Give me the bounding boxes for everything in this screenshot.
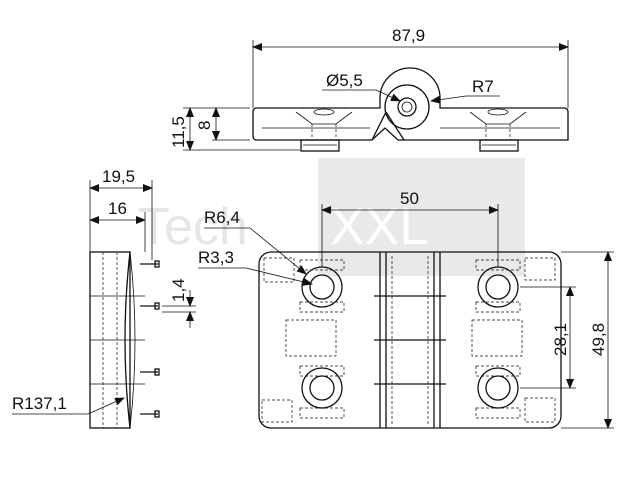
screw-stub-left (300, 139, 340, 152)
watermark-text-tech: Tech (138, 198, 248, 256)
front-body (258, 251, 562, 429)
dim-hole-radius: R3,3 (198, 248, 234, 267)
dim-total-height: 11,5 (169, 116, 188, 148)
side-view: 19,5 16 1,4 R137,1 (12, 167, 196, 429)
knuckle-outer (384, 84, 430, 130)
dim-pin-diameter: Ø5,5 (326, 71, 363, 90)
mount-hole-bottom-right (475, 365, 521, 419)
dim-leaf-thickness: 8 (195, 121, 214, 130)
dim-curve-radius: R137,1 (12, 394, 67, 413)
dim-leaf-width: 16 (108, 199, 127, 218)
dim-overall-width: 19,5 (102, 167, 135, 186)
mount-hole-bottom-left (299, 365, 345, 419)
dim-knuckle-radius: R7 (472, 77, 494, 96)
dim-overall-height: 49,8 (589, 323, 608, 356)
top-view: 87,9 Ø5,5 R7 11,5 8 (169, 26, 569, 152)
watermark: Tech XXL (138, 158, 525, 276)
dim-overall-length: 87,9 (392, 26, 425, 45)
dim-hole-spacing-horizontal: 50 (400, 189, 419, 208)
screw-stub-right (479, 139, 519, 152)
dim-counterbore-radius: R6,4 (204, 208, 240, 227)
dim-hole-spacing-vertical: 28,1 (551, 323, 570, 356)
dim-pin-length: 1,4 (169, 278, 188, 302)
watermark-box (318, 158, 525, 276)
front-view: 50 R6,4 R3,3 28,1 49,8 (198, 189, 614, 429)
pin-circle (397, 97, 417, 117)
